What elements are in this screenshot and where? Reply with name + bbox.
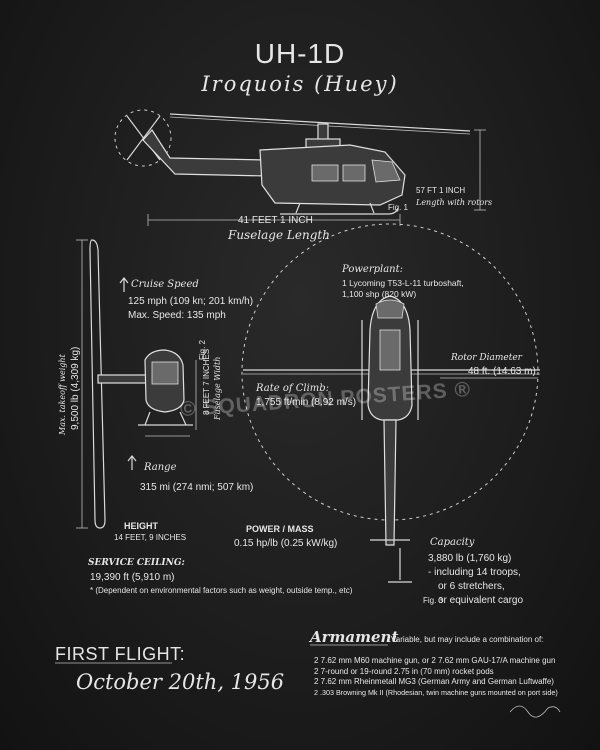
mtow-label: Max. takeoff weight xyxy=(58,354,67,435)
top-view-fig: Fig. 3 xyxy=(423,596,444,605)
front-view-drawing xyxy=(76,239,197,529)
cruise-speed-value: 125 mph (109 kn; 201 km/h) xyxy=(128,296,254,307)
capacity-line1: 3,880 lb (1,760 kg) xyxy=(428,553,512,564)
armament-list: 2 7.62 mm M60 machine gun, or 2 7.62 mm … xyxy=(314,656,558,698)
service-ceiling-note: * (Dependent on environmental factors su… xyxy=(90,586,353,595)
length-with-rotors-note: Length with rotors xyxy=(416,198,493,207)
model-name: Iroquois (Huey) xyxy=(201,72,399,96)
powerplant-line2: 1,100 shp (820 kW) xyxy=(342,289,417,299)
service-ceiling-value: 19,390 ft (5,910 m) xyxy=(90,572,175,583)
power-mass-value: 0.15 hp/lb (0.25 kW/kg) xyxy=(234,538,338,549)
mtow-value: 9,500 lb (4,309 kg) xyxy=(70,346,81,430)
range-value: 315 mi (274 nmi; 507 km) xyxy=(140,482,254,493)
model-title: UH-1D xyxy=(254,38,346,69)
powerplant-label: Powerplant: xyxy=(342,264,403,275)
armament-label: Armament xyxy=(310,628,399,646)
armament-item: 2 7.62 mm M60 machine gun, or 2 7.62 mm … xyxy=(314,656,556,665)
length-with-rotors-value: 57 FT 1 INCH xyxy=(416,186,466,195)
capacity-line4: or equivalent cargo xyxy=(438,595,524,606)
side-view-drawing xyxy=(114,109,486,226)
side-view-fig: Fig. 1 xyxy=(388,203,409,212)
top-view-drawing xyxy=(241,223,540,583)
fuselage-length-value: 41 FEET 1 INCH xyxy=(238,215,313,226)
armament-item: 2 7.62 mm Rheinmetall MG3 (German Army a… xyxy=(314,677,554,686)
capacity-label: Capacity xyxy=(430,537,475,548)
first-flight-label: FIRST FLIGHT: xyxy=(55,644,186,664)
cruise-speed-label: Cruise Speed xyxy=(131,279,199,290)
capacity-line2: - including 14 troops, xyxy=(428,567,521,578)
cruise-arrow-icon xyxy=(119,277,129,292)
rotor-diameter-value: 48 ft. (14.63 m) xyxy=(468,366,536,377)
signature-scribble xyxy=(509,705,561,718)
fuselage-length-label: Fuselage Length xyxy=(228,228,330,242)
max-speed-value: Max. Speed: 135 mph xyxy=(128,310,226,321)
rotor-diameter-label: Rotor Diameter xyxy=(451,353,522,363)
capacity-line3: or 6 stretchers, xyxy=(438,581,505,592)
height-value: 14 FEET, 9 INCHES xyxy=(114,533,187,542)
armament-item: 2 7-round or 19-round 2.75 in (70 mm) ro… xyxy=(314,666,494,676)
height-label: HEIGHT xyxy=(124,521,159,531)
rate-of-climb-value: 1,755 ft/min (8.92 m/s) xyxy=(256,397,357,408)
range-label: Range xyxy=(144,462,177,473)
rate-of-climb-label: Rate of Climb: xyxy=(256,383,330,394)
armament-intro: Variable, but may include a combination … xyxy=(391,635,544,644)
power-mass-label: POWER / MASS xyxy=(246,524,314,534)
powerplant-line1: 1 Lycoming T53-L-11 turboshaft, xyxy=(342,278,464,288)
range-arrow-icon xyxy=(127,455,137,470)
first-flight-date: October 20th, 1956 xyxy=(76,670,285,694)
service-ceiling-label: SERVICE CEILING: xyxy=(88,558,185,568)
armament-item: 2 .303 Browning Mk II (Rhodesian, twin m… xyxy=(314,687,558,697)
